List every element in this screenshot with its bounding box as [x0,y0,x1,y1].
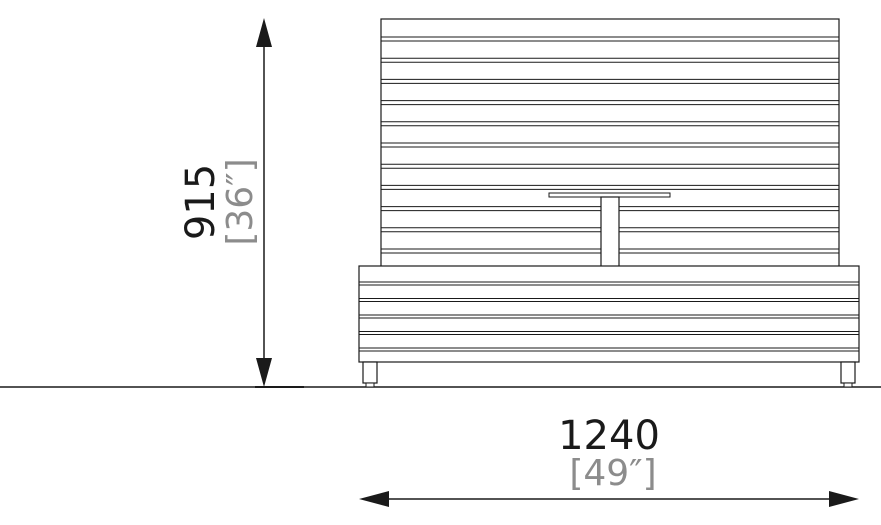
right-leg [840,361,856,384]
seat [358,265,860,363]
height-arrow-top [256,18,272,47]
width-dimension: 1240 [49″] [359,413,859,507]
width-arrow-right [829,491,859,507]
seat-slats [359,281,859,352]
left-foot [365,382,375,388]
height-dimension: 915 [36″] [178,18,304,388]
right-foot [843,382,853,388]
support-cap [548,192,671,198]
bench-legs [362,361,856,388]
height-imperial-value: [36″] [220,158,261,245]
width-arrow-left [359,491,389,507]
height-arrow-bottom [256,358,272,387]
central-support [548,192,671,269]
left-leg [362,361,378,384]
support-post [600,196,620,269]
height-value: 915 [178,164,224,240]
width-imperial-value: [49″] [569,453,656,494]
width-value: 1240 [558,413,660,459]
backrest [380,18,840,269]
bench [358,18,860,388]
